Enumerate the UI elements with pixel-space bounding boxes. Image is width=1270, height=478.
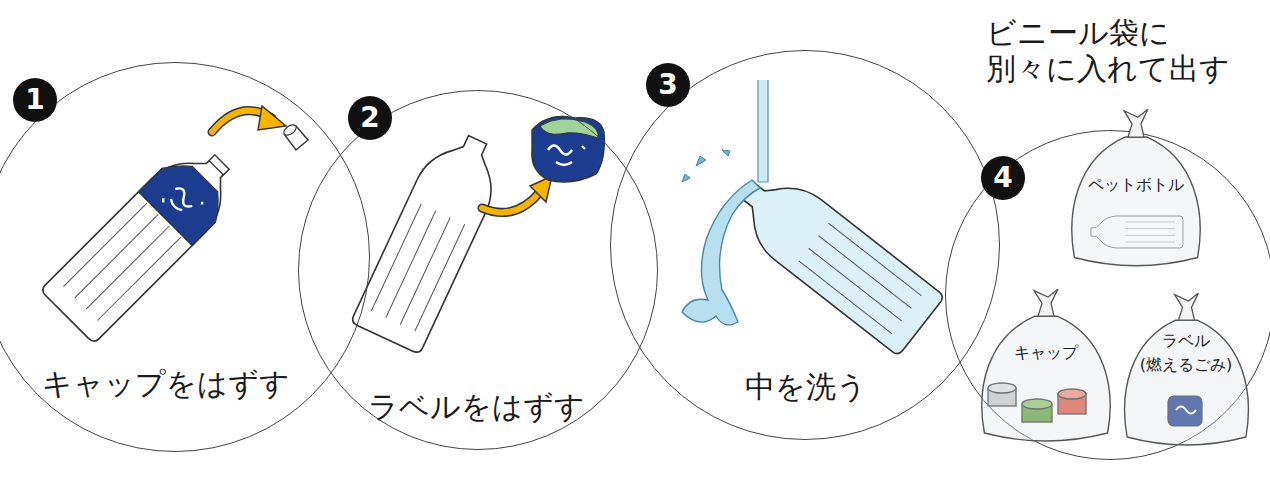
bag-label: ペットボトル [1088,175,1184,194]
step-circle: キャップをはずす [0,62,370,452]
step-caption: 中を洗う [745,369,867,405]
cap [282,123,308,150]
removed-label [532,117,605,183]
bottle-with-cap [40,135,249,344]
step-caption: ラベルをはずす [368,389,585,425]
callout-number: 4 [981,156,1025,200]
step-circle: ラベルをはずす [298,90,658,450]
bottle-washed [726,162,945,357]
bottle-no-label [351,124,512,355]
bag-outline [976,289,1116,449]
step-circle: 中を洗う [610,50,1000,440]
bag-label: ラベル [1162,331,1210,350]
water-splash [682,180,760,325]
bag: ラベル (燃えるごみ) [1119,293,1254,453]
callout-number: 2 [348,96,392,140]
step-heading: ビニール袋に 別々に入れて出す [986,15,1258,87]
bag: ペットボトル [1066,109,1206,274]
callout-number: 1 [13,78,57,122]
step-caption: キャップをはずす [42,366,290,402]
tap-water [758,80,768,182]
bag-label: キャップ [1014,343,1078,362]
callout-number: 3 [646,63,690,107]
bag: キャップ [976,289,1116,449]
bag-note: (燃えるごみ) [1140,355,1232,374]
